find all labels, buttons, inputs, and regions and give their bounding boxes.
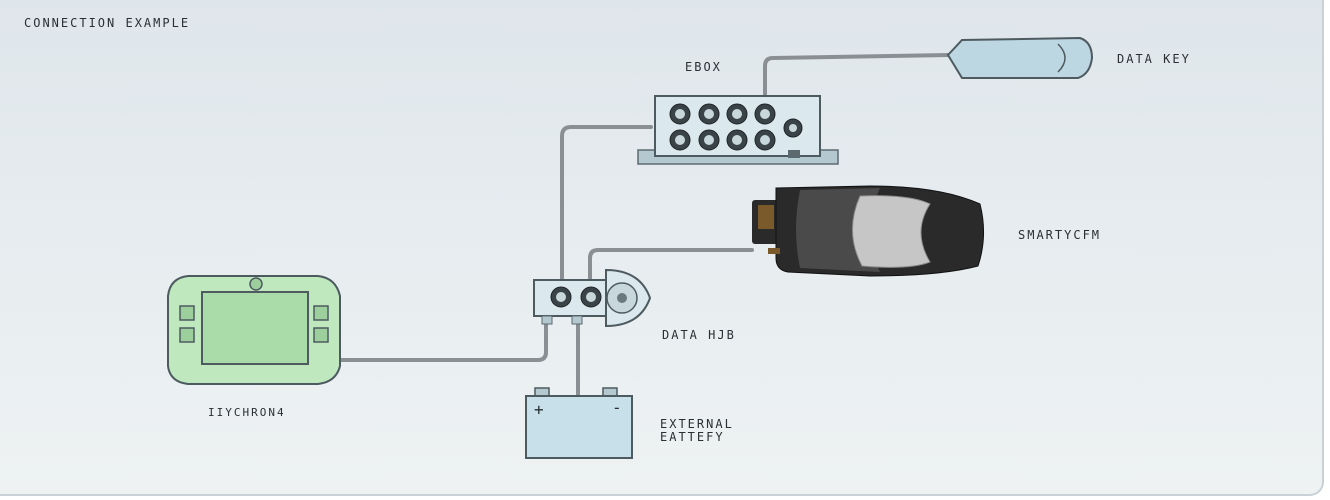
mychron-device bbox=[167, 275, 341, 385]
ebox-device bbox=[637, 95, 839, 165]
data-key-label: DATA KEY bbox=[1117, 52, 1191, 66]
battery-label: EXTERNAL EATTEFY bbox=[660, 417, 734, 444]
smartycam-label: SMARTYCFM bbox=[1018, 228, 1102, 242]
cables bbox=[334, 53, 952, 397]
cable-hub-to-mychron bbox=[334, 316, 548, 362]
cable-ebox-to-hub bbox=[560, 125, 653, 292]
data-hub-device bbox=[533, 268, 652, 328]
data-key-device bbox=[946, 36, 1094, 79]
battery-positive-terminal: + bbox=[534, 400, 544, 419]
mychron-label: IIYCHRON4 bbox=[208, 406, 286, 419]
battery-negative-terminal: - bbox=[612, 398, 622, 417]
data-hub-label: DATA HJB bbox=[662, 328, 736, 342]
cable-ebox-to-datakey bbox=[763, 53, 952, 104]
smartycam-device bbox=[752, 185, 984, 277]
ebox-label: EBOX bbox=[685, 60, 722, 74]
battery-device: + - bbox=[525, 387, 633, 459]
diagram-title: CONNECTION EXAMPLE bbox=[24, 16, 191, 30]
cable-hub-to-smartycam bbox=[588, 248, 754, 287]
